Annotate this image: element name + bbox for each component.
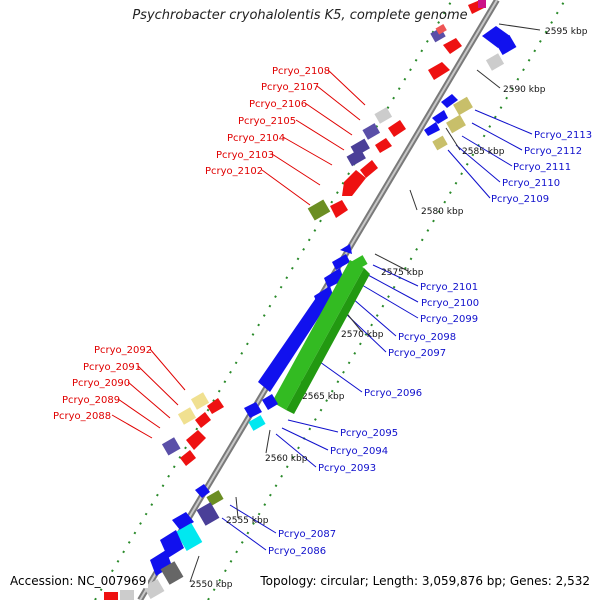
accession-text: Accession: NC_007969 <box>8 574 149 588</box>
tick-label: 2585 kbp <box>462 147 505 157</box>
tick-label: 2555 kbp <box>226 516 269 526</box>
gene-label: Pcryo_2113 <box>534 130 592 141</box>
gene-label: Pcryo_2097 <box>388 348 446 359</box>
tick-label: 2590 kbp <box>503 85 546 95</box>
gene-label: Pcryo_2091 <box>83 362 141 373</box>
gene-label: Pcryo_2094 <box>330 446 388 457</box>
tick-label: 2560 kbp <box>265 454 308 464</box>
tick-labels: 2595 kbp 2590 kbp 2585 kbp 2580 kbp 2575… <box>190 27 588 590</box>
gene-label: Pcryo_2093 <box>318 463 376 474</box>
gene-label: Pcryo_2087 <box>278 529 336 540</box>
tick-label: 2575 kbp <box>381 268 424 278</box>
gene-label: Pcryo_2107 <box>261 82 319 93</box>
leader-lines-left <box>111 69 366 439</box>
gene-label: Pcryo_2099 <box>420 314 478 325</box>
gene-label: Pcryo_2103 <box>216 150 274 161</box>
gene-label: Pcryo_2090 <box>72 378 130 389</box>
gene-label: Pcryo_2109 <box>491 194 549 205</box>
gene-label: Pcryo_2086 <box>268 546 326 557</box>
gene-label: Pcryo_2098 <box>398 332 456 343</box>
gene-labels-left: Pcryo_2108 Pcryo_2107 Pcryo_2106 Pcryo_2… <box>53 66 330 422</box>
gene-label: Pcryo_2101 <box>420 282 478 293</box>
gene-label: Pcryo_2108 <box>272 66 330 77</box>
gene-label: Pcryo_2096 <box>364 388 422 399</box>
tick-label: 2565 kbp <box>302 392 345 402</box>
tick-label: 2550 kbp <box>190 580 233 590</box>
map-title: Psychrobacter cryohalolentis K5, complet… <box>132 8 468 23</box>
gene-label: Pcryo_2088 <box>53 411 111 422</box>
gene-label: Pcryo_2100 <box>421 298 479 309</box>
gene-label: Pcryo_2104 <box>227 133 285 144</box>
gene-label: Pcryo_2092 <box>94 345 152 356</box>
gene-labels-right: Pcryo_2113 Pcryo_2112 Pcryo_2111 Pcryo_2… <box>268 130 592 557</box>
tick-label: 2580 kbp <box>421 207 464 217</box>
genome-summary-text: Topology: circular; Length: 3,059,876 bp… <box>258 574 592 588</box>
gene-label: Pcryo_2106 <box>249 99 307 110</box>
tick-label: 2595 kbp <box>545 27 588 37</box>
genes-forward <box>104 0 486 600</box>
gene-label: Pcryo_2110 <box>502 178 560 189</box>
tick-marks <box>189 23 541 583</box>
gene-label: Pcryo_2111 <box>513 162 571 173</box>
gene-label: Pcryo_2095 <box>340 428 398 439</box>
genes-reverse <box>143 26 517 600</box>
gene-label: Pcryo_2089 <box>62 395 120 406</box>
gene-label: Pcryo_2112 <box>524 146 582 157</box>
gene-label: Pcryo_2102 <box>205 166 263 177</box>
gene-label: Pcryo_2105 <box>238 116 296 127</box>
tick-label: 2570 kbp <box>341 330 384 340</box>
